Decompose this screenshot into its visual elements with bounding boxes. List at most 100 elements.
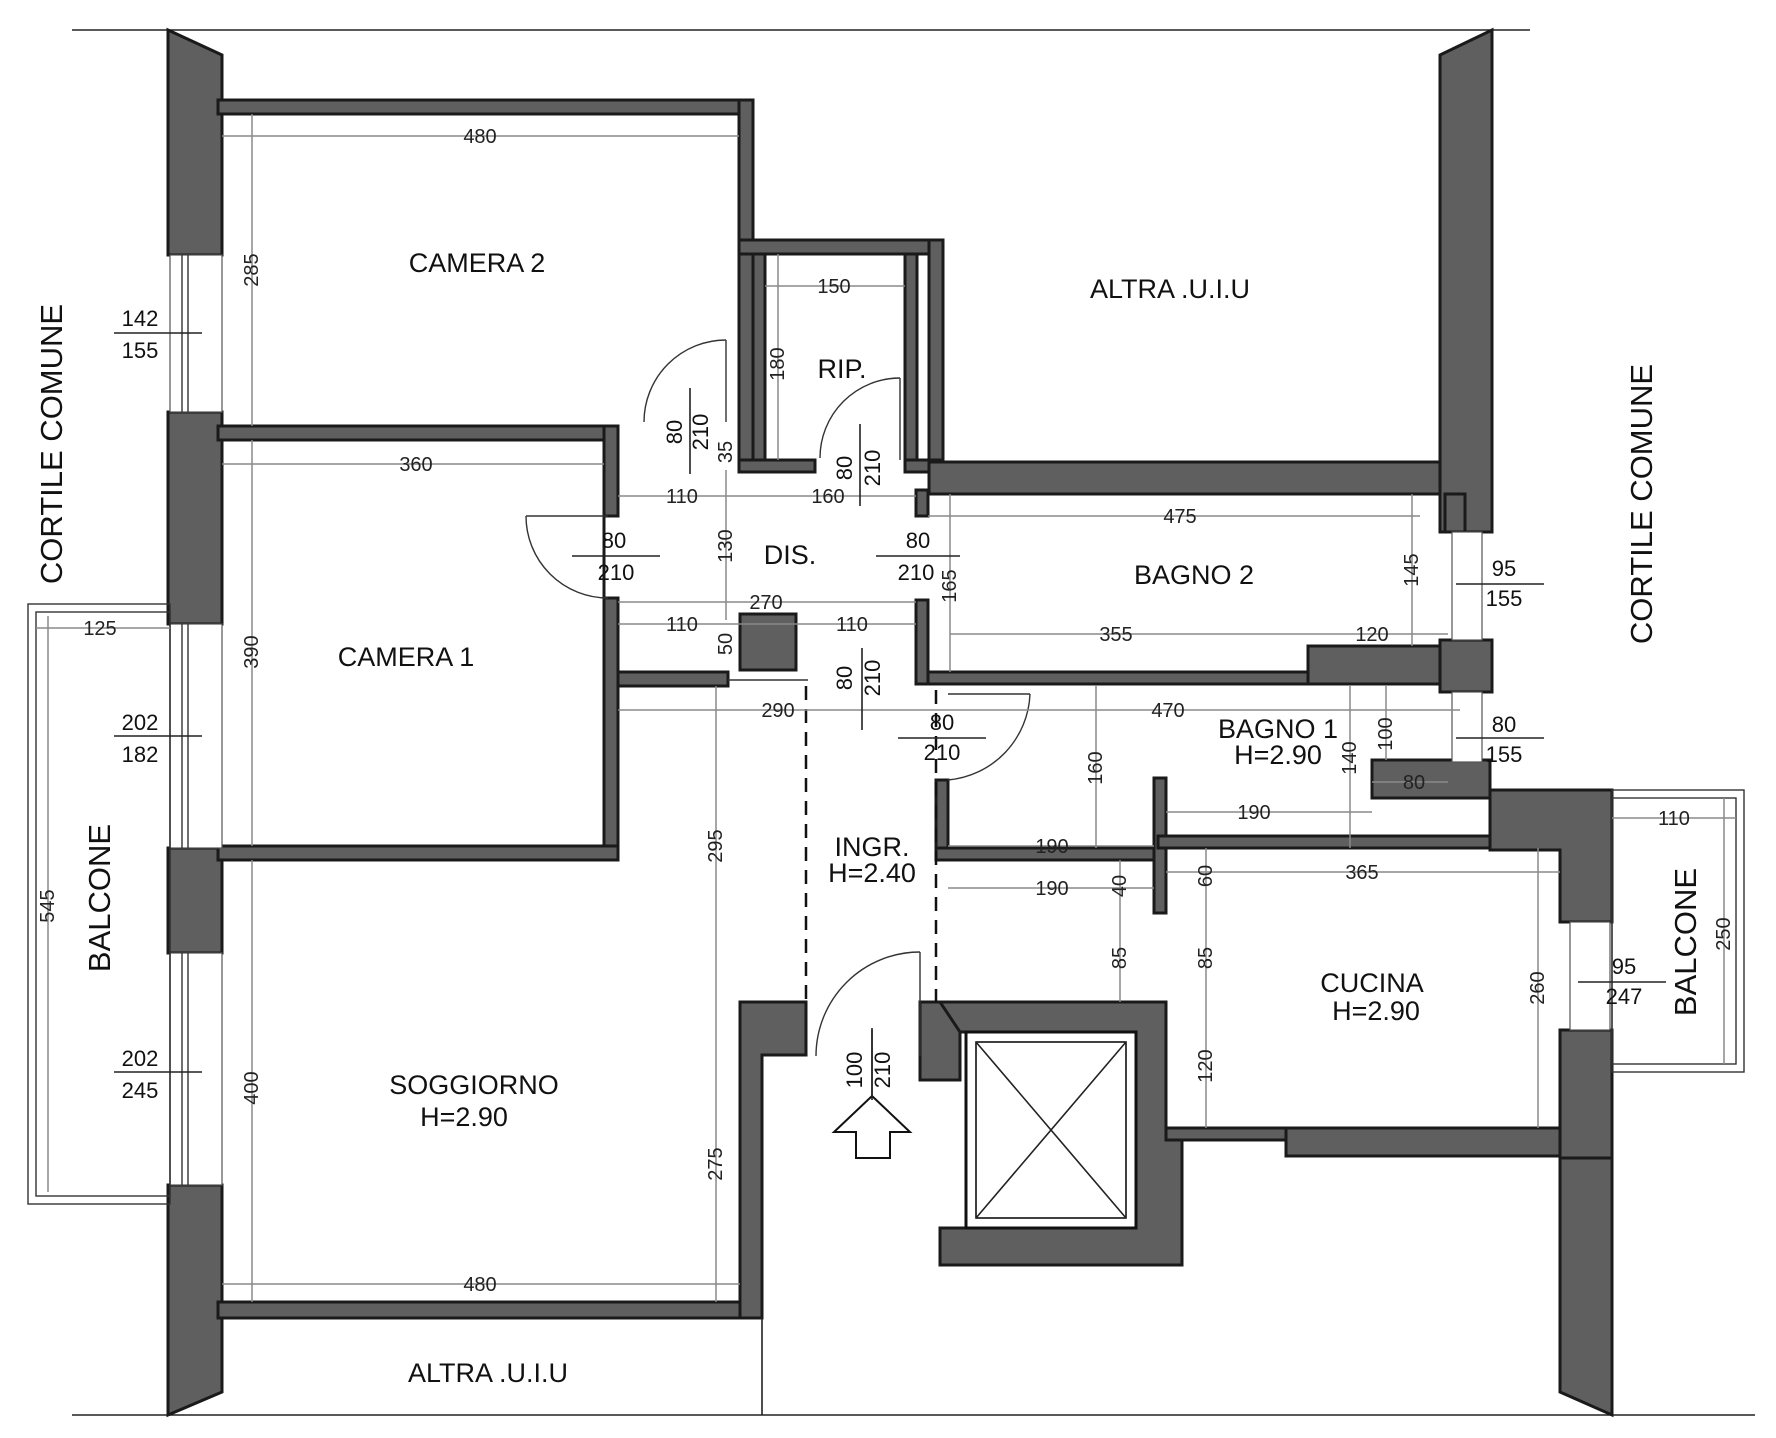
wall-right-mid [1438,638,1494,694]
dim-label: 40 [1109,875,1131,897]
room-cucina-height: H=2.90 [1332,996,1420,1026]
room-camera2-label: CAMERA 2 [409,248,546,278]
dim-label: 110 [666,614,698,636]
dim-label: 480 [463,1274,496,1296]
dim-label: 470 [1151,700,1184,722]
opening-top: 80 [832,666,857,690]
dim-label: 160 [1085,751,1107,784]
opening-bottom: 210 [860,450,885,487]
dim-label: 290 [761,700,794,722]
dim-label: 355 [1099,624,1132,646]
windows [27,254,1745,1205]
opening-top: 95 [1492,556,1516,581]
wall-cam2-right [737,98,755,462]
wall-cucina-bottom-b [1284,1126,1562,1158]
cortile-right-label: CORTILE COMUNE [1624,364,1659,644]
dim-label: 295 [705,829,727,862]
wall-cucina-bottom-a [1164,1126,1288,1142]
opening-bottom: 210 [598,560,635,585]
dim-label: 100 [1375,717,1397,750]
room-soggiorno-height: H=2.90 [420,1102,508,1132]
dim-label: 85 [1195,947,1217,969]
opening-top: 80 [832,456,857,480]
dim-label: 120 [1195,1049,1217,1082]
wall-cam-divider [216,424,620,442]
room-rip-label: RIP. [817,354,866,384]
wall-cam1-right-bottom [602,596,620,862]
wall-right-step [1443,492,1467,534]
opening-top: 202 [122,1046,159,1071]
wall-top-cam2 [216,98,755,116]
dim-label: 85 [1109,947,1131,969]
room-labels: CAMERA 2 CAMERA 1 RIP. DIS. ALTRA .U.I.U… [338,248,1424,1388]
wall-rip-inner-right [903,252,919,466]
dim-label: 35 [715,441,737,463]
wall-left-2 [166,410,224,626]
dim-label: 270 [749,592,782,614]
dim-label: 480 [463,126,496,148]
dim-label: 390 [241,635,263,668]
opening-labels: 142 155 202 182 202 245 95 155 80 155 95… [122,306,1643,1103]
dim-label: 545 [37,889,59,922]
wall-dis-right-top [914,488,930,518]
room-bagno1-label: BAGNO 1 [1218,714,1338,744]
balcone-right-label: BALCONE [1668,868,1703,1016]
room-cucina-label: CUCINA [1320,968,1424,998]
balcone-left-label: BALCONE [82,824,117,972]
entrance-dashes [804,686,938,1002]
opening-top: 202 [122,710,159,735]
wall-dis-bottom-left [616,670,730,688]
wall-left-1 [166,27,224,257]
dimension-lines [36,114,1736,1302]
opening-top: 80 [930,710,954,735]
room-bagno2-label: BAGNO 2 [1134,560,1254,590]
opening-bottom: 155 [1486,586,1523,611]
dimension-labels: 480 285 150 180 360 390 110 160 35 130 2… [37,126,1735,1296]
opening-top: 100 [842,1052,867,1089]
opening-bottom: 155 [1486,742,1523,767]
room-bagno1-height: H=2.90 [1234,740,1322,770]
lift [964,1030,1138,1230]
dim-label: 50 [715,633,737,655]
room-ingr-height: H=2.40 [828,858,916,888]
wall-rip-bottom-left [737,458,817,474]
dim-label: 165 [939,569,961,602]
dim-label: 190 [1035,878,1068,900]
entrance-arrow-icon [831,1094,913,1159]
room-altra-top-label: ALTRA .U.I.U [1090,274,1250,304]
wall-dis-shaft [738,612,798,672]
wall-left-4 [166,1183,224,1418]
wall-right-cuc-stub [1558,1028,1614,1160]
site-lines [72,29,1755,1416]
wall-cam1-bottom [216,844,620,862]
opening-top: 80 [662,420,687,444]
side-labels: CORTILE COMUNE CORTILE COMUNE BALCONE BA… [34,304,1703,1016]
opening-top: 80 [906,528,930,553]
wall-sog-bottom [216,1300,764,1320]
opening-bottom: 210 [860,660,885,697]
opening-top: 80 [602,528,626,553]
wall-bagno1-right [1370,758,1492,800]
dim-label: 110 [1658,808,1690,830]
dim-label: 60 [1195,865,1217,887]
opening-bottom: 182 [122,742,159,767]
dim-label: 110 [666,486,698,508]
dim-label: 130 [715,529,737,562]
wall-kitchen-top-right [1488,788,1614,924]
dim-label: 260 [1527,971,1549,1004]
opening-bottom: 210 [870,1052,895,1089]
wall-cucina-top [1156,834,1492,850]
room-ingr-label: INGR. [834,832,909,862]
room-outlines [222,112,1440,1304]
dim-label: 180 [767,347,789,380]
dim-label: 145 [1401,553,1423,586]
dim-label: 250 [1713,917,1735,950]
opening-bottom: 210 [924,740,961,765]
opening-top: 95 [1612,954,1636,979]
opening-bottom: 155 [122,338,159,363]
opening-markers [114,332,1666,1100]
wall-rip-right [927,238,945,477]
wall-sog-right [738,1000,808,1320]
dim-label: 120 [1355,624,1388,646]
